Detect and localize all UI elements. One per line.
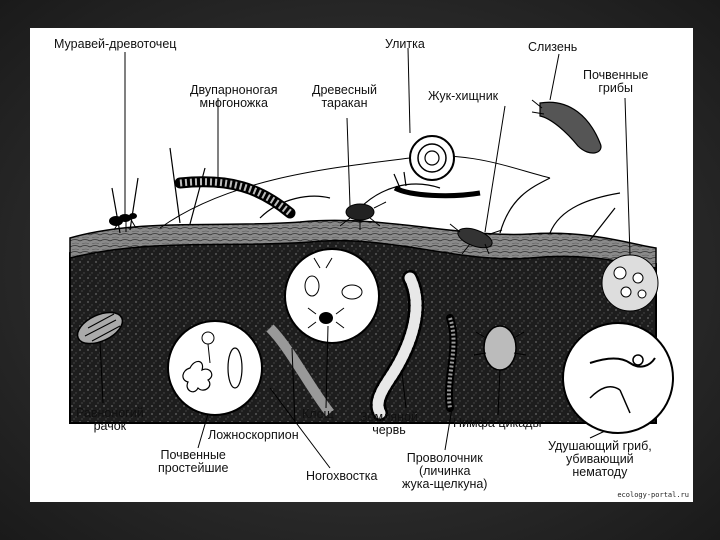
label-springtail: Ногохвостка [306,470,377,483]
wireworm-figure [449,318,454,408]
label-slug: Слизень [528,41,577,54]
diagram-slide: Муравей-древоточец Улитка Слизень Двупар… [30,28,693,502]
slug-figure [532,100,601,153]
millipede-figure [180,182,290,213]
label-cicada-nymph: Нимфа цикады [453,417,541,430]
label-ground-beetle: Жук-хищник [428,90,498,103]
label-mite: Клещ [302,408,334,421]
soil-fungi-figure [602,255,658,311]
mite-pseudoscorpion-magnified-circle [285,249,379,343]
protozoa-magnified-circle [168,321,262,415]
source-credit: ecology-portal.ru [617,491,689,499]
label-ant: Муравей-древоточец [54,38,176,51]
label-snail: Улитка [385,38,425,51]
label-pseudoscorpion: Ложноскорпион [208,429,299,442]
strangling-fungus-magnified-circle [563,323,673,433]
